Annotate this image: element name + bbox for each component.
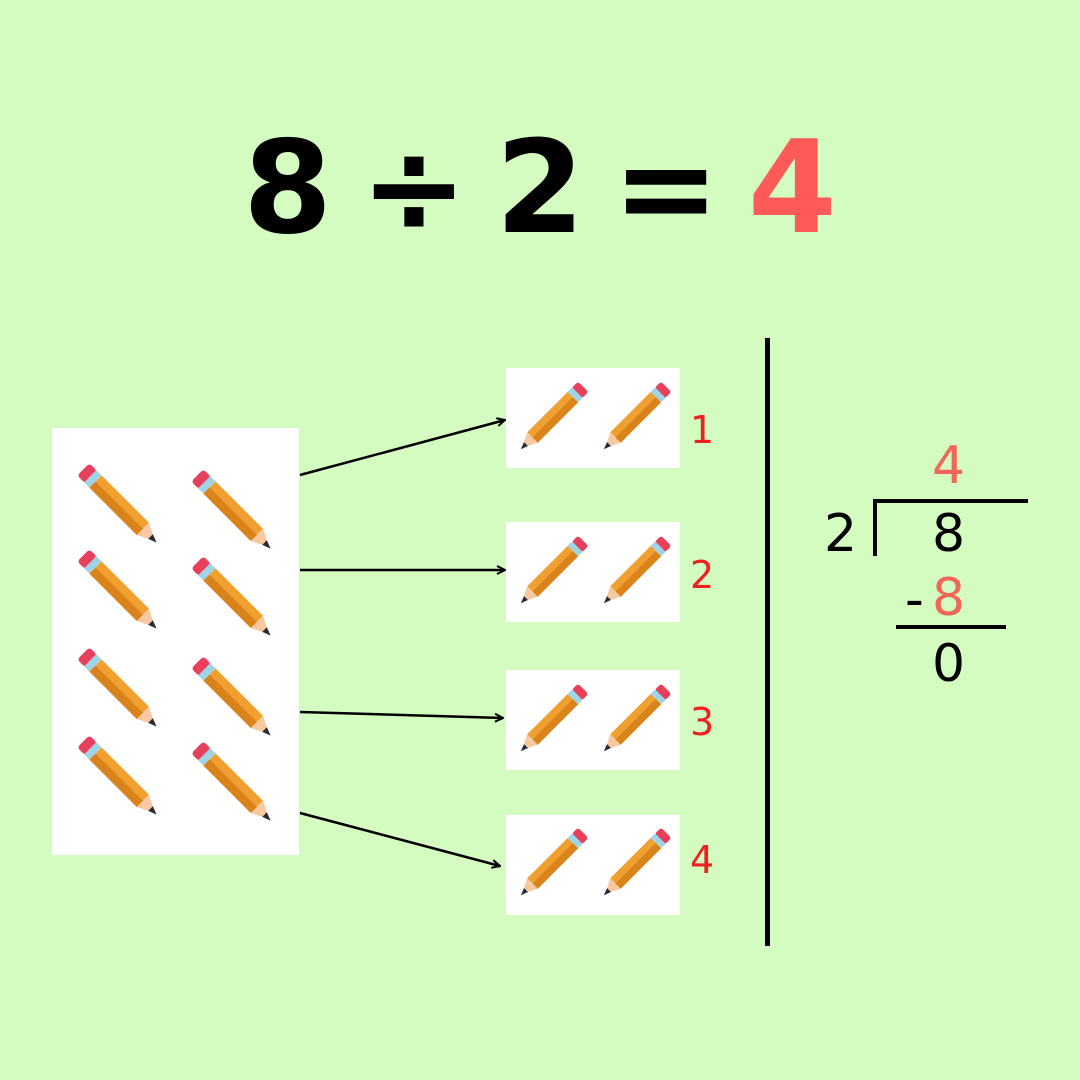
- long-division-minus: -: [905, 570, 924, 630]
- pencil-icon: [589, 526, 681, 622]
- long-division-subtrahend: 8: [932, 568, 966, 628]
- pencil-icon: [180, 545, 288, 657]
- group-box-1: [506, 368, 680, 468]
- pencil-icon: [589, 818, 681, 914]
- group-label-3: 3: [690, 700, 715, 744]
- group-box-4: [506, 815, 680, 915]
- long-division-divisor: 2: [824, 504, 858, 564]
- pencil-icon: [180, 458, 288, 570]
- pencil-icon: [66, 538, 174, 650]
- equation: 8 ÷ 2 = 4: [0, 114, 1080, 263]
- long-division-remainder: 0: [932, 634, 966, 694]
- source-pencil-box: [52, 428, 299, 855]
- pencil-icon: [589, 372, 681, 468]
- equation-dividend: 8: [243, 113, 333, 263]
- pencil-icon: [180, 730, 288, 842]
- division-bracket-top: [873, 499, 1028, 503]
- long-division-quotient: 4: [932, 436, 966, 496]
- vertical-divider: [765, 338, 770, 946]
- division-bracket-side: [873, 502, 877, 556]
- group-box-2: [506, 522, 680, 622]
- group-box-3: [506, 670, 680, 770]
- arrow-to-group-1: [299, 420, 505, 477]
- arrow-to-group-4: [299, 811, 500, 866]
- long-division-dividend: 8: [932, 504, 966, 564]
- pencil-icon: [506, 526, 598, 622]
- group-label-1: 1: [690, 408, 715, 452]
- pencil-icon: [66, 724, 174, 836]
- equation-result: 4: [747, 113, 837, 263]
- equation-equals: =: [612, 113, 720, 263]
- pencil-icon: [66, 636, 174, 748]
- pencil-icon: [506, 818, 598, 914]
- group-label-4: 4: [690, 838, 715, 882]
- group-label-2: 2: [690, 553, 715, 597]
- equation-operator: ÷: [360, 113, 468, 263]
- pencil-icon: [66, 452, 174, 564]
- subtraction-line: [896, 625, 1006, 629]
- pencil-icon: [506, 372, 598, 468]
- equation-divisor: 2: [495, 113, 585, 263]
- pencil-icon: [180, 645, 288, 757]
- pencil-icon: [589, 674, 681, 770]
- pencil-icon: [506, 674, 598, 770]
- arrow-to-group-3: [299, 710, 503, 718]
